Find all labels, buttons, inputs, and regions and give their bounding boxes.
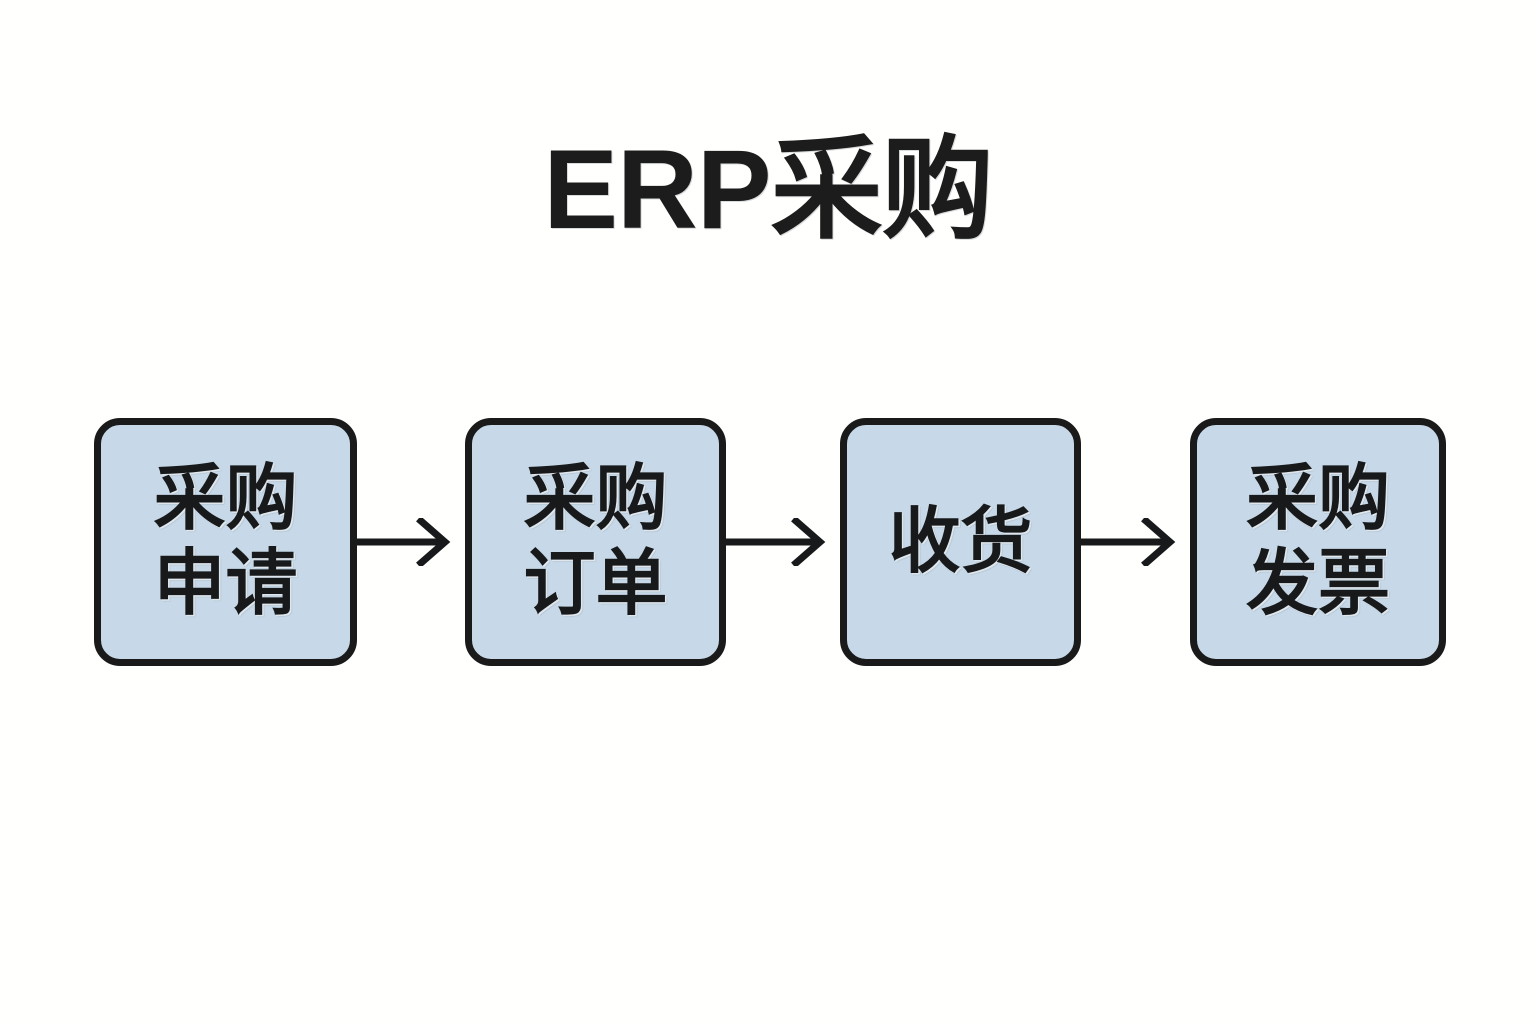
flow-node-label: 采购 订单 <box>523 459 668 624</box>
flow-node-purchase-invoice[interactable]: 采购 发票 <box>1190 418 1446 666</box>
arrow-right-icon-1 <box>357 518 465 566</box>
flow-node-purchase-requisition[interactable]: 采购 申请 <box>94 418 357 666</box>
flow-node-label: 采购 申请 <box>153 459 298 624</box>
page-title: ERP采购 <box>543 127 993 252</box>
arrow-right-icon-3 <box>1081 518 1190 566</box>
flow-node-goods-receipt[interactable]: 收货 <box>840 418 1081 666</box>
arrow-right-icon-2 <box>726 518 840 566</box>
flow-node-label: 收货 <box>888 501 1033 582</box>
process-flow: 采购 申请 采购 订单 收货 采购 发票 <box>94 418 1446 668</box>
flow-node-purchase-order[interactable]: 采购 订单 <box>465 418 726 666</box>
flow-node-label: 采购 发票 <box>1245 459 1390 624</box>
